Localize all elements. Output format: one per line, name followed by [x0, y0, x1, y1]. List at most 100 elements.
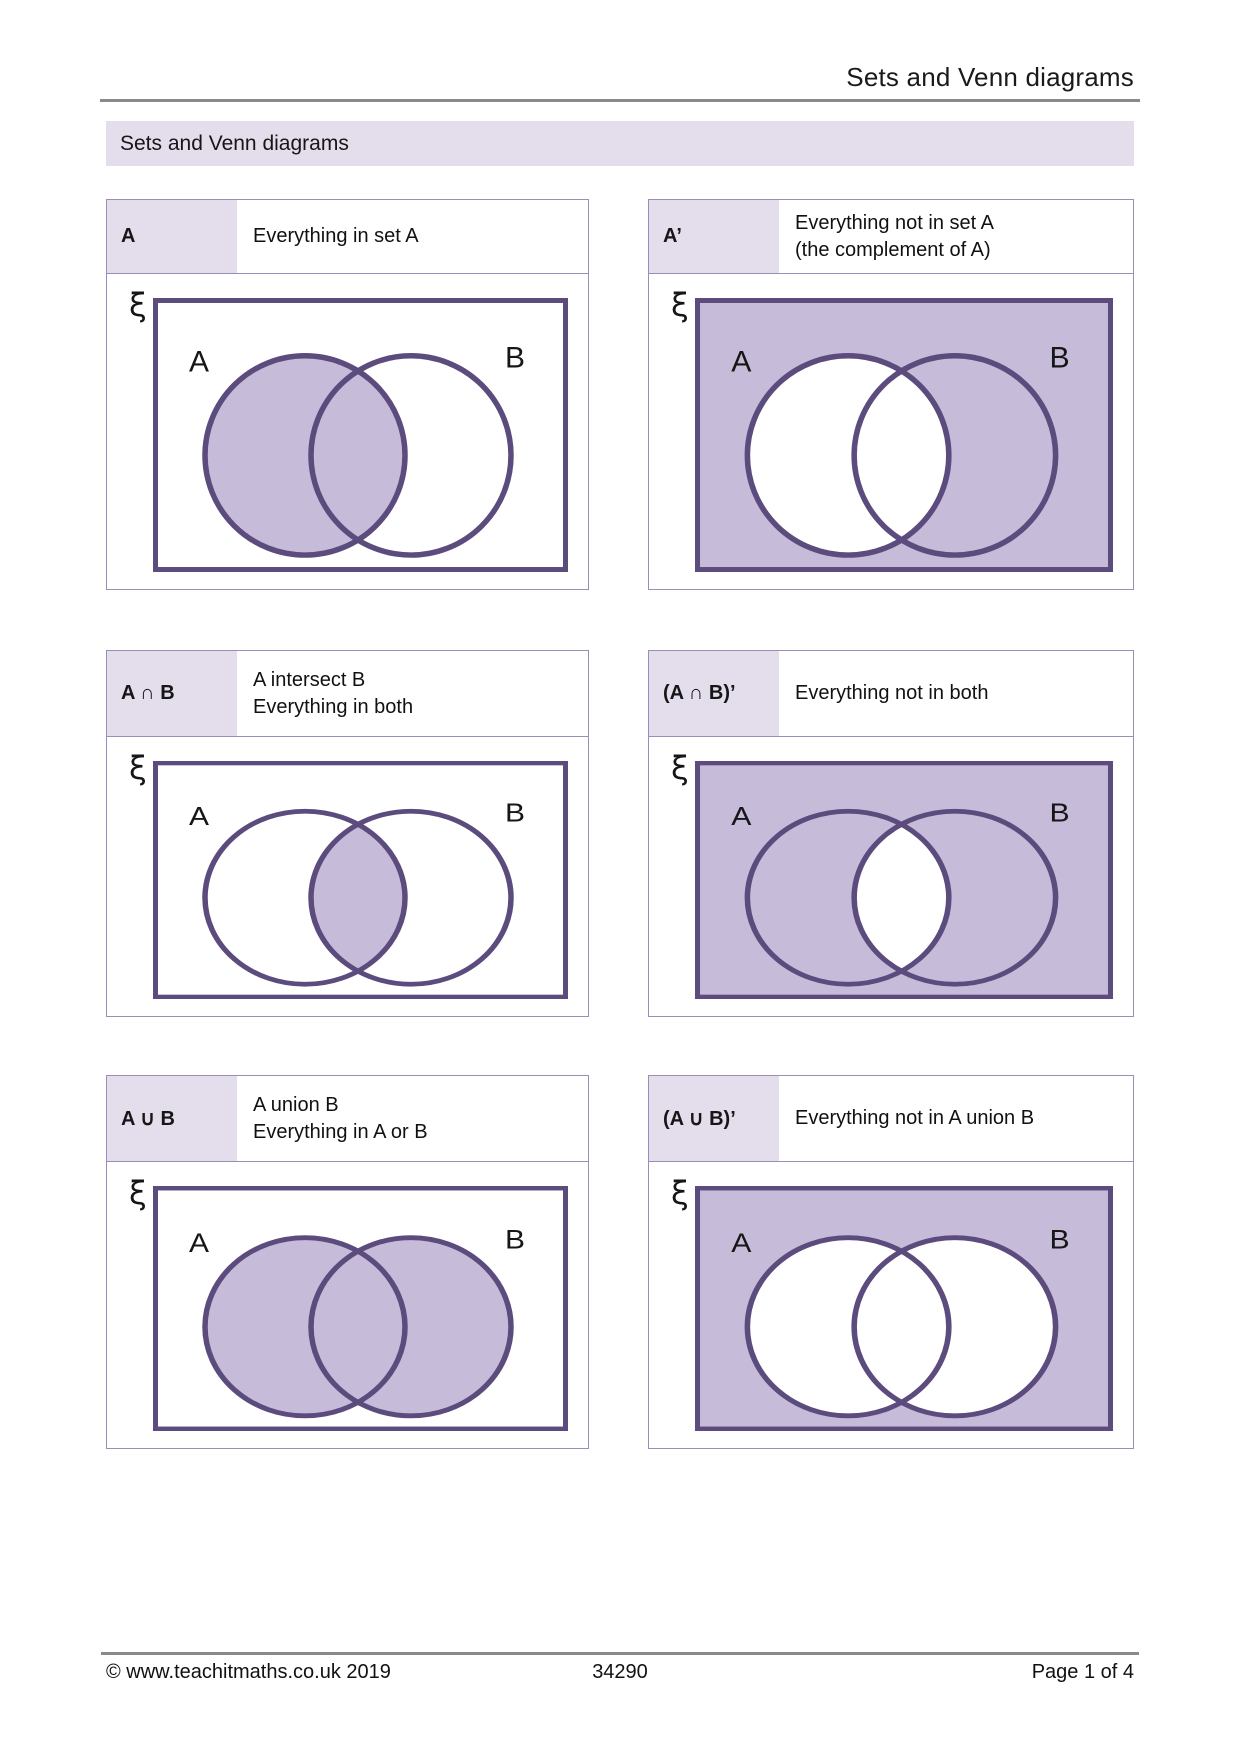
- description-line: Everything in A or B: [253, 1120, 428, 1143]
- circle-b-label: B: [505, 342, 525, 375]
- intersection-fill: [854, 1237, 949, 1416]
- description-line: Everything in both: [253, 695, 414, 718]
- universal-set-frame: [695, 1186, 1113, 1431]
- circle-a-outline: [202, 1235, 408, 1419]
- universal-set-frame: [695, 761, 1113, 999]
- set-notation-label: A ∩ B: [107, 651, 237, 736]
- circle-a-label: A: [189, 346, 209, 379]
- universal-set-symbol: ξ: [129, 286, 147, 324]
- circle-b-outline: [851, 808, 1059, 987]
- venn-area: A B: [695, 298, 1113, 572]
- panel-body: ξ A B: [107, 1162, 588, 1448]
- venn-diagram: A B: [153, 298, 568, 572]
- venn-area: A B: [153, 1186, 568, 1431]
- description-line: Everything not in both: [795, 682, 989, 704]
- universal-set-frame: [153, 761, 568, 999]
- circle-a-label: A: [189, 802, 209, 831]
- circle-a-outline: [202, 808, 408, 987]
- intersection-fill: [854, 811, 949, 985]
- panel-body: ξ A B: [107, 274, 588, 589]
- document-header-title: Sets and Venn diagrams: [846, 62, 1134, 92]
- circle-b-outline: [851, 353, 1059, 558]
- circle-a-outline: [744, 808, 952, 987]
- universal-set-frame: [695, 298, 1113, 572]
- circle-a-outline: [202, 353, 408, 558]
- set-notation-label: (A ∪ B)’: [649, 1076, 779, 1161]
- set-notation-label: (A ∩ B)’: [649, 651, 779, 736]
- set-description: Everything not in A union B: [779, 1076, 1133, 1161]
- circle-b-outline: [308, 1235, 514, 1419]
- footer-copyright: © www.teachitmaths.co.uk 2019: [106, 1661, 391, 1683]
- circle-b-label: B: [1050, 342, 1070, 375]
- panel-body: ξ A B: [107, 737, 588, 1016]
- venn-diagram: A B: [153, 1186, 568, 1431]
- worksheet-title: Sets and Venn diagrams: [120, 131, 349, 155]
- venn-panel-a-intersect-b: A ∩ B A intersect B Everything in both ξ: [106, 650, 589, 1017]
- description-line: (the complement of A): [795, 238, 991, 261]
- intersection-fill: [854, 355, 949, 556]
- panel-header: A’ Everything not in set A (the compleme…: [649, 200, 1133, 274]
- universal-set-frame: [153, 1186, 568, 1431]
- universal-set-symbol: ξ: [671, 749, 689, 787]
- description-line: A union B: [253, 1093, 339, 1116]
- venn-diagram: A B: [153, 761, 568, 999]
- circle-a-label: A: [731, 1229, 751, 1259]
- venn-area: A B: [153, 298, 568, 572]
- set-notation-label: A’: [649, 200, 779, 273]
- venn-panel-a-intersect-b-complement: (A ∩ B)’ Everything not in both ξ A: [648, 650, 1134, 1017]
- venn-diagram: A B: [695, 1186, 1113, 1431]
- panel-header: (A ∪ B)’ Everything not in A union B: [649, 1076, 1133, 1162]
- footer-rule: [101, 1652, 1139, 1655]
- venn-panel-a-union-b: A ∪ B A union B Everything in A or B ξ A: [106, 1075, 589, 1449]
- set-notation-label: A: [107, 200, 237, 273]
- universal-set-symbol: ξ: [129, 749, 147, 787]
- set-description: Everything not in both: [779, 651, 1133, 736]
- venn-diagram: A B: [695, 298, 1113, 572]
- footer-page-number: Page 1 of 4: [1031, 1661, 1134, 1683]
- intersection-fill: [311, 355, 405, 556]
- set-description: Everything in set A: [237, 200, 588, 273]
- panel-header: A ∪ B A union B Everything in A or B: [107, 1076, 588, 1162]
- intersection-fill: [311, 1237, 405, 1416]
- panel-header: A ∩ B A intersect B Everything in both: [107, 651, 588, 737]
- set-description: A intersect B Everything in both: [237, 651, 588, 736]
- footer-document-id: 34290: [592, 1661, 648, 1683]
- set-notation-label: A ∪ B: [107, 1076, 237, 1161]
- circle-b-label: B: [1050, 1225, 1070, 1255]
- circle-b-label: B: [505, 1225, 525, 1255]
- panel-header: (A ∩ B)’ Everything not in both: [649, 651, 1133, 737]
- universal-set-symbol: ξ: [671, 286, 689, 324]
- circle-b-outline: [851, 1235, 1059, 1419]
- panel-body: ξ A B: [649, 1162, 1133, 1448]
- venn-panel-a-union-b-complement: (A ∪ B)’ Everything not in A union B ξ: [648, 1075, 1134, 1449]
- footer: © www.teachitmaths.co.uk 2019 34290 Page…: [106, 1661, 1134, 1687]
- set-description: A union B Everything in A or B: [237, 1076, 588, 1161]
- description-line: Everything not in set A: [795, 211, 995, 234]
- circle-a-outline: [744, 1235, 952, 1419]
- panel-body: ξ A B: [649, 274, 1133, 589]
- circle-b-outline: [308, 808, 514, 987]
- venn-diagram: A B: [695, 761, 1113, 999]
- header-rule: [100, 99, 1140, 102]
- panel-body: ξ A B: [649, 737, 1133, 1016]
- circle-a-label: A: [189, 1228, 209, 1258]
- set-description: Everything not in set A (the complement …: [779, 200, 1133, 273]
- circle-a-outline: [744, 353, 952, 558]
- circle-a-label: A: [731, 801, 751, 830]
- venn-area: A B: [695, 1186, 1113, 1431]
- circle-b-outline: [308, 353, 514, 558]
- description-line: Everything not in A union B: [795, 1107, 1035, 1129]
- description-line: Everything in set A: [253, 225, 419, 247]
- circle-b-label: B: [505, 798, 525, 827]
- universal-set-symbol: ξ: [671, 1174, 689, 1212]
- venn-panel-a: A Everything in set A ξ A B: [106, 199, 589, 590]
- description-line: A intersect B: [253, 668, 366, 691]
- circle-a-label: A: [731, 346, 751, 379]
- panel-header: A Everything in set A: [107, 200, 588, 274]
- venn-area: A B: [153, 761, 568, 999]
- worksheet-title-bar: Sets and Venn diagrams: [106, 121, 1134, 166]
- universal-set-frame: [153, 298, 568, 572]
- universal-set-symbol: ξ: [129, 1174, 147, 1212]
- venn-panel-a-complement: A’ Everything not in set A (the compleme…: [648, 199, 1134, 590]
